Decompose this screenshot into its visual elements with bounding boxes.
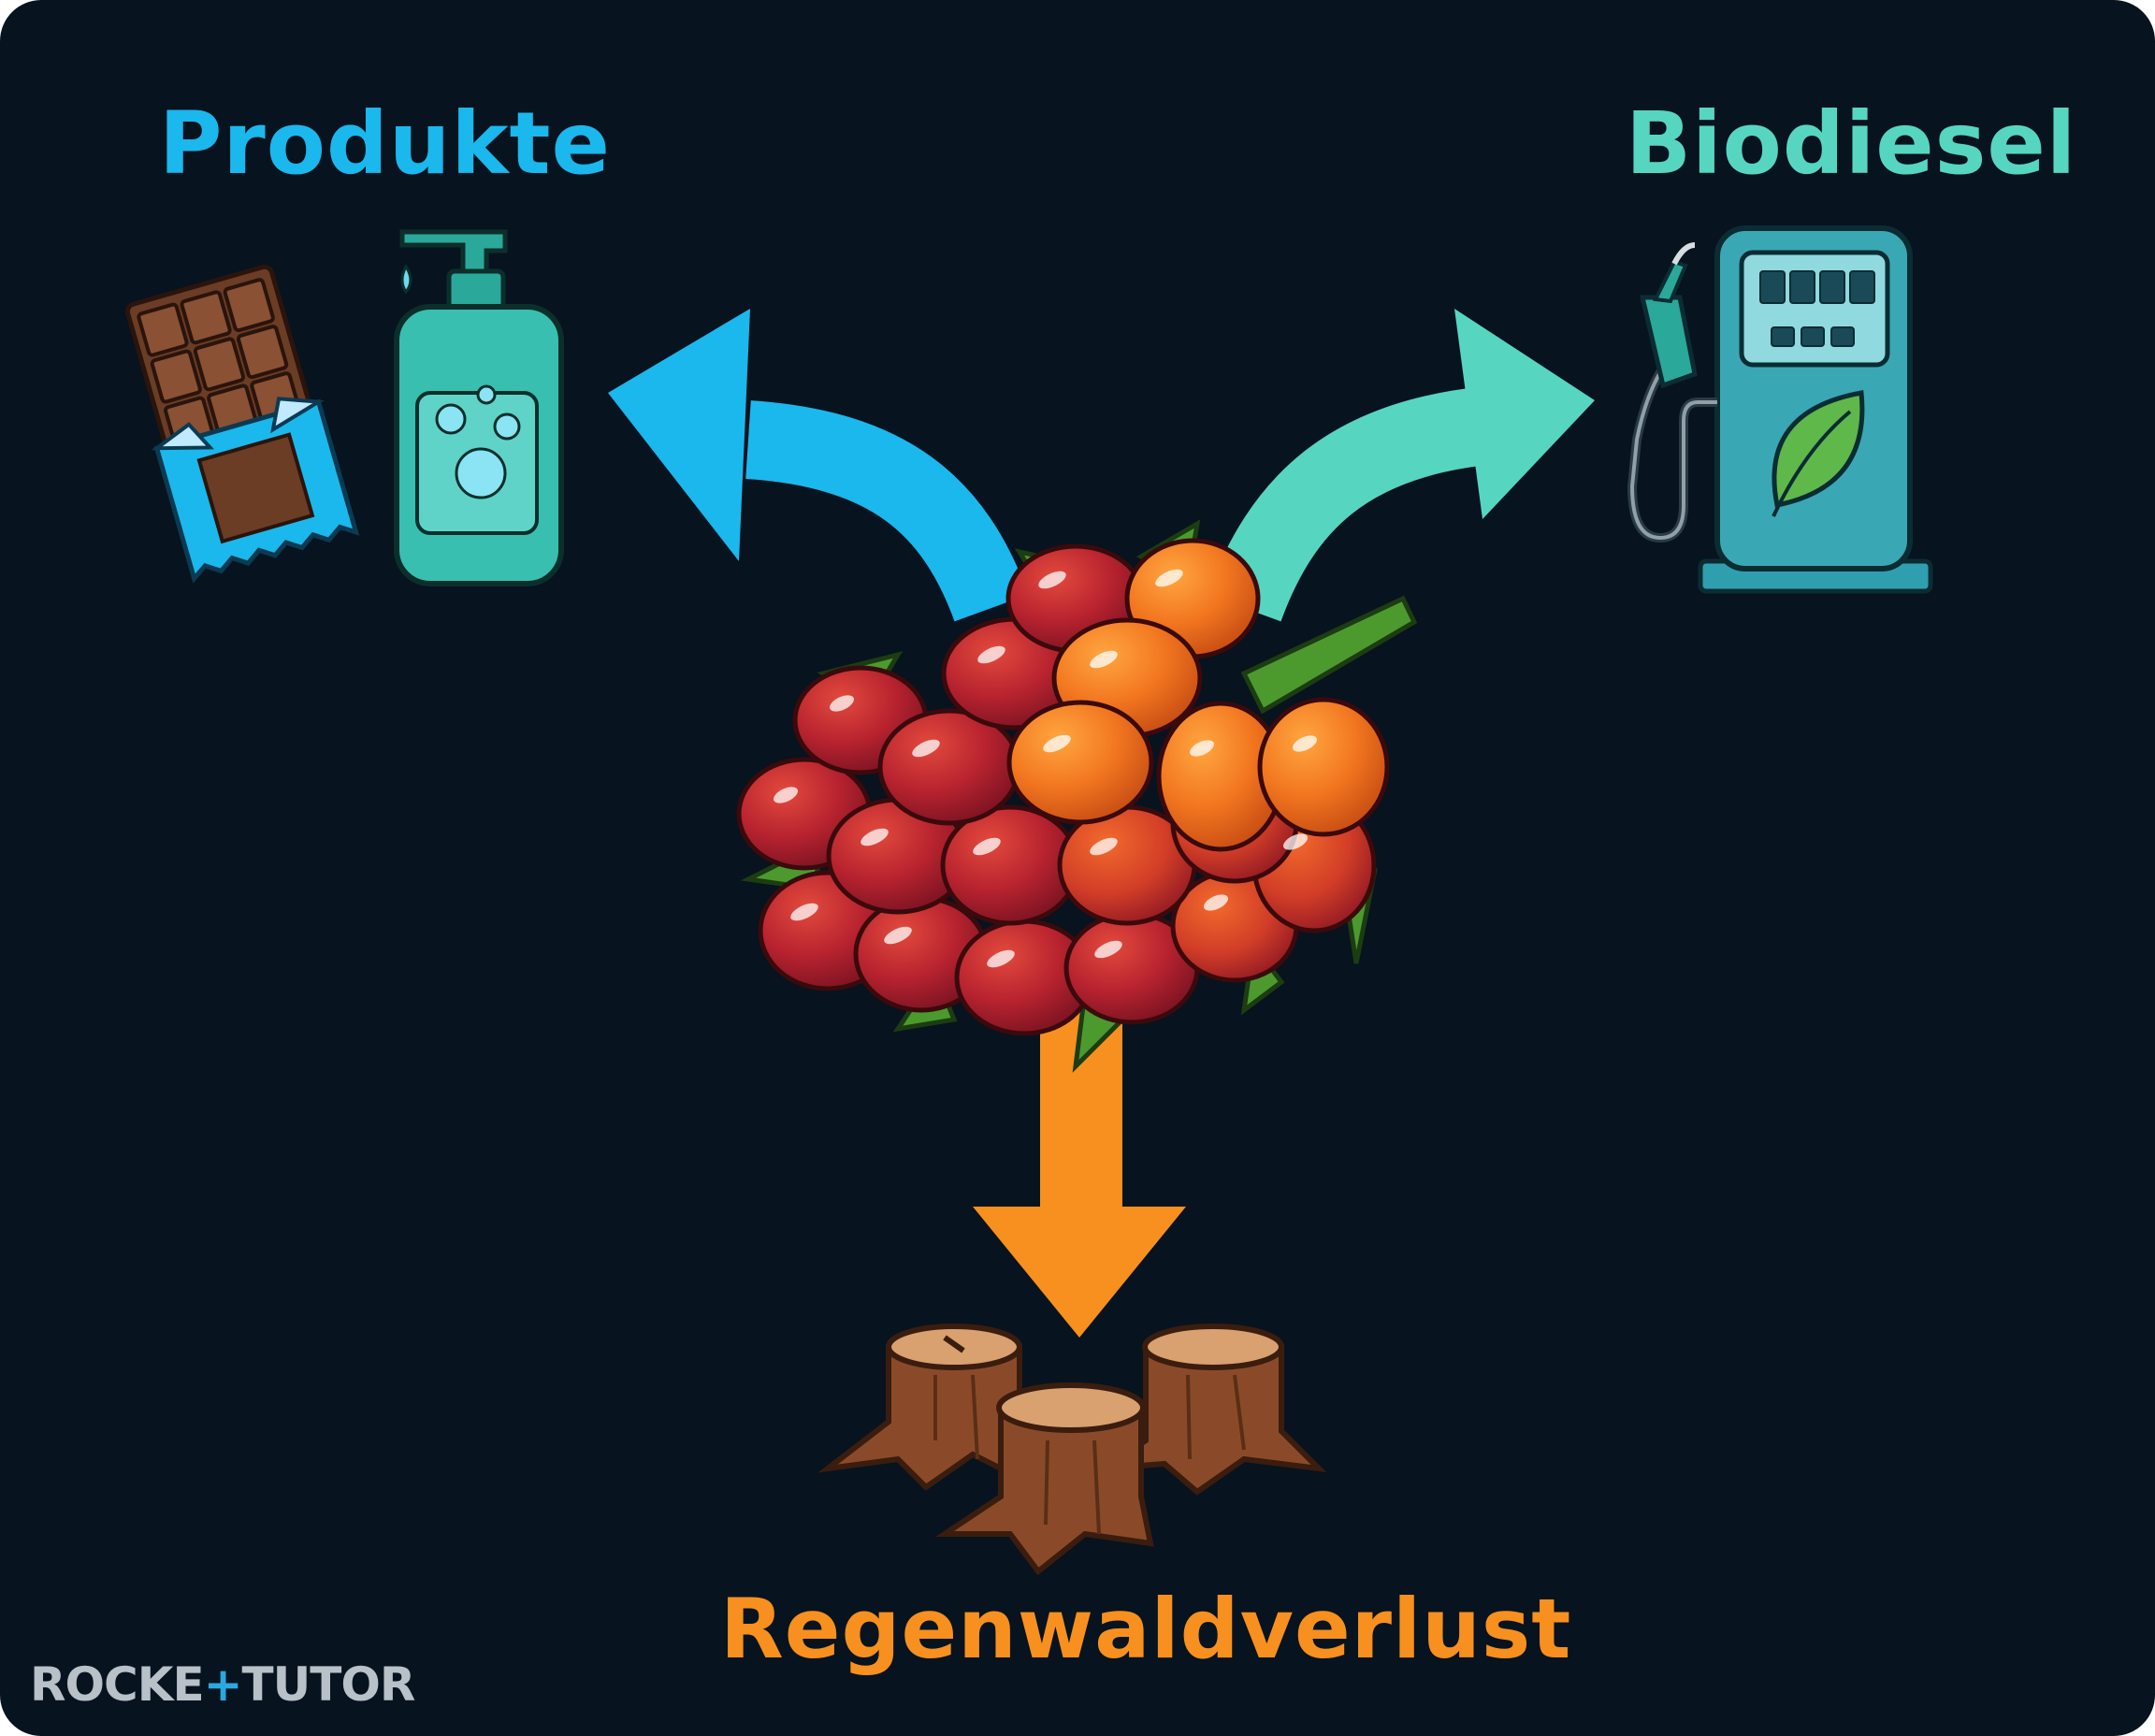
soap-dispenser-icon	[394, 229, 564, 586]
logo-suffix: TUTOR	[241, 1657, 416, 1712]
label-biodiesel: Biodiesel	[1626, 94, 2077, 194]
logo-plus: +	[203, 1657, 243, 1712]
arrow-to-produkte	[608, 309, 1029, 622]
arrow-to-biodiesel	[1207, 309, 1595, 622]
logo-prefix: ROCKE	[30, 1657, 205, 1712]
leaf-icon	[1772, 390, 1865, 517]
brand-logo: ROCKE+TUTOR	[30, 1657, 416, 1712]
tree-stumps-icon	[817, 1324, 1327, 1576]
label-regenwaldverlust: Regenwaldverlust	[720, 1581, 1572, 1677]
label-produkte: Produkte	[159, 94, 611, 194]
palm-fruit-bunch-icon	[736, 519, 1418, 1073]
fuel-pump-icon	[1627, 225, 1933, 594]
chocolate-bar-icon	[124, 264, 360, 584]
